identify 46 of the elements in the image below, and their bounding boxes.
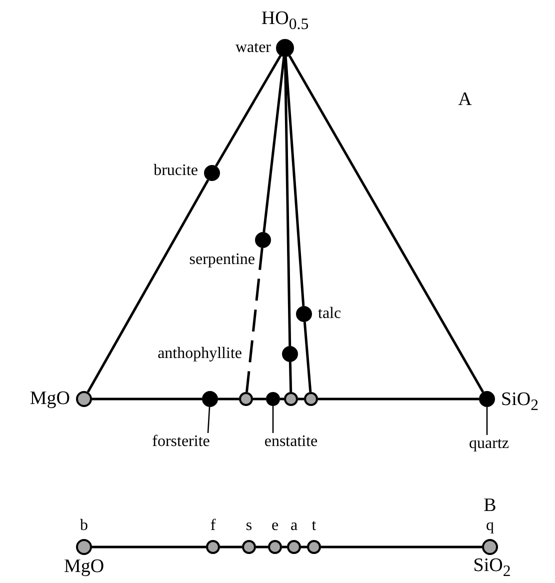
mineral-label: t	[312, 517, 316, 535]
tie-line	[86, 179, 210, 393]
tie-line	[92, 546, 206, 548]
component-label: HO$_{0.5}$	[261, 10, 309, 34]
tie-line	[262, 56, 286, 232]
panel-letter: A	[458, 91, 472, 109]
tie-line	[282, 546, 287, 548]
leader-line	[207, 406, 210, 434]
mineral-label: e	[271, 517, 279, 535]
mineral-label: forsterite	[152, 433, 210, 451]
tie-line	[284, 56, 305, 306]
tie-line	[298, 398, 304, 400]
tie-line	[303, 322, 312, 392]
mineral-label: anthophyllite	[158, 345, 242, 363]
tie-line	[256, 546, 268, 548]
mineral-label: q	[486, 517, 494, 535]
leader-line	[272, 406, 274, 433]
tie-line	[253, 398, 266, 400]
tie-line	[218, 398, 239, 400]
tie-line	[288, 55, 484, 393]
component-label: SiO$_{2}$	[473, 557, 511, 581]
tie-line	[92, 398, 202, 400]
panel-letter: B	[484, 497, 496, 515]
tie-line	[321, 546, 482, 548]
tie-line	[214, 55, 282, 167]
tie-line	[301, 546, 307, 548]
tie-line	[318, 398, 479, 400]
tie-line	[288, 362, 292, 392]
mineral-label: a	[290, 517, 298, 535]
mineral-label: enstatite	[264, 433, 318, 451]
component-label: MgO	[64, 558, 104, 576]
mineral-label: f	[210, 517, 216, 535]
mineral-label: s	[246, 517, 252, 535]
mineral-label: talc	[318, 305, 342, 323]
mineral-label: water	[235, 39, 271, 57]
tie-line	[284, 56, 292, 346]
mineral-label: brucite	[154, 162, 198, 180]
leader-line	[486, 407, 488, 435]
mineral-label: quartz	[469, 435, 509, 453]
tie-line	[220, 546, 242, 548]
mineral-label: b	[80, 517, 88, 535]
tie-line	[246, 248, 264, 392]
component-label: SiO$_{2}$	[501, 391, 538, 415]
component-label: MgO	[30, 390, 70, 408]
mineral-label: serpentine	[189, 251, 255, 269]
tie-line	[280, 398, 284, 400]
